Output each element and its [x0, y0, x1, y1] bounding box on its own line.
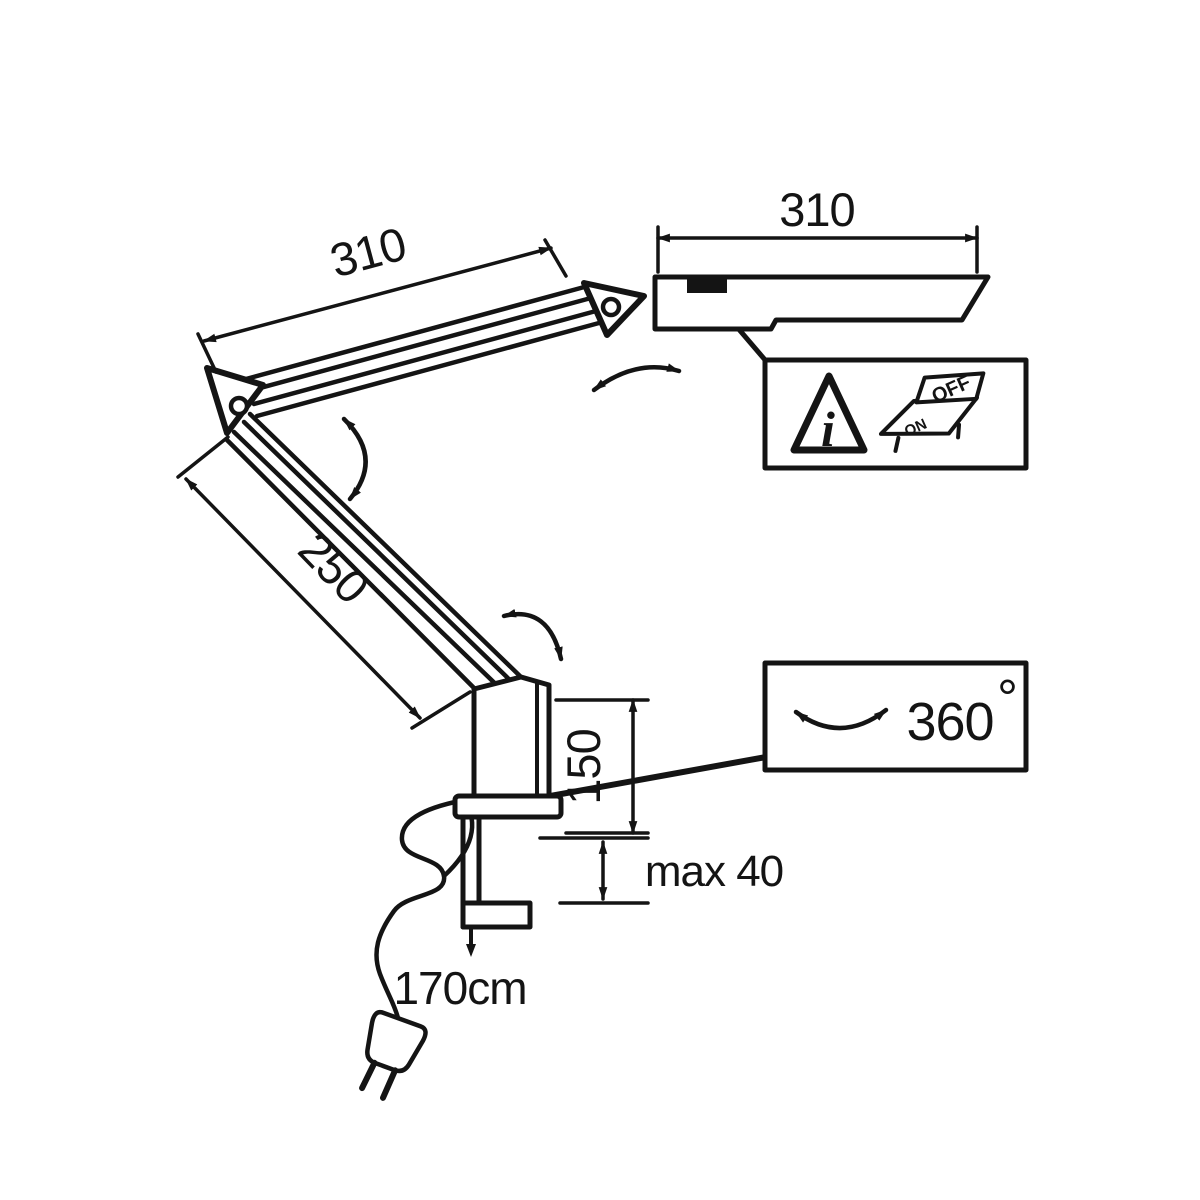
- lamp-head: [652, 274, 991, 332]
- dim-head-width: [656, 225, 979, 274]
- clamp-body: [452, 674, 564, 820]
- head-pivot-arrow-icon: [591, 363, 682, 393]
- rotation-arrow-icon: [793, 707, 889, 731]
- info-box: [762, 357, 1029, 471]
- warning-triangle-icon: [790, 372, 868, 454]
- dim-clamp-max: [538, 836, 650, 905]
- power-plug: [359, 1009, 428, 1101]
- info-symbol-label: i: [821, 401, 835, 457]
- head-joint: [581, 280, 647, 338]
- rotation-box: [762, 660, 1029, 773]
- base-pivot-arrow-icon: [501, 608, 564, 662]
- cable-length-label: 170cm: [393, 962, 526, 1014]
- rotation-degree-label: °: [997, 670, 1017, 728]
- rotation-value-label: 360: [906, 692, 993, 752]
- dim-clamp-height-label: 150: [557, 729, 610, 804]
- power-switch-icon: [878, 371, 986, 453]
- pivot-arrow-icons: [341, 363, 682, 662]
- power-cable: [374, 796, 473, 1021]
- lower-arm: [224, 411, 525, 697]
- upper-arm: [243, 283, 602, 419]
- clamp-bracket: [460, 814, 533, 957]
- elbow-pivot-arrow-icon: [341, 416, 368, 502]
- elbow-joint: [204, 365, 266, 436]
- dim-clamp-max-label: max 40: [645, 847, 783, 896]
- clamp-to-rotationbox-leader: [525, 754, 769, 803]
- head-switch: [687, 279, 727, 293]
- dim-upper-arm: [196, 238, 568, 374]
- dim-head-width-label: 310: [779, 183, 854, 236]
- dim-clamp-height: [554, 698, 650, 835]
- dim-lower-arm: [176, 435, 472, 730]
- dim-upper-arm-label: 310: [324, 217, 411, 288]
